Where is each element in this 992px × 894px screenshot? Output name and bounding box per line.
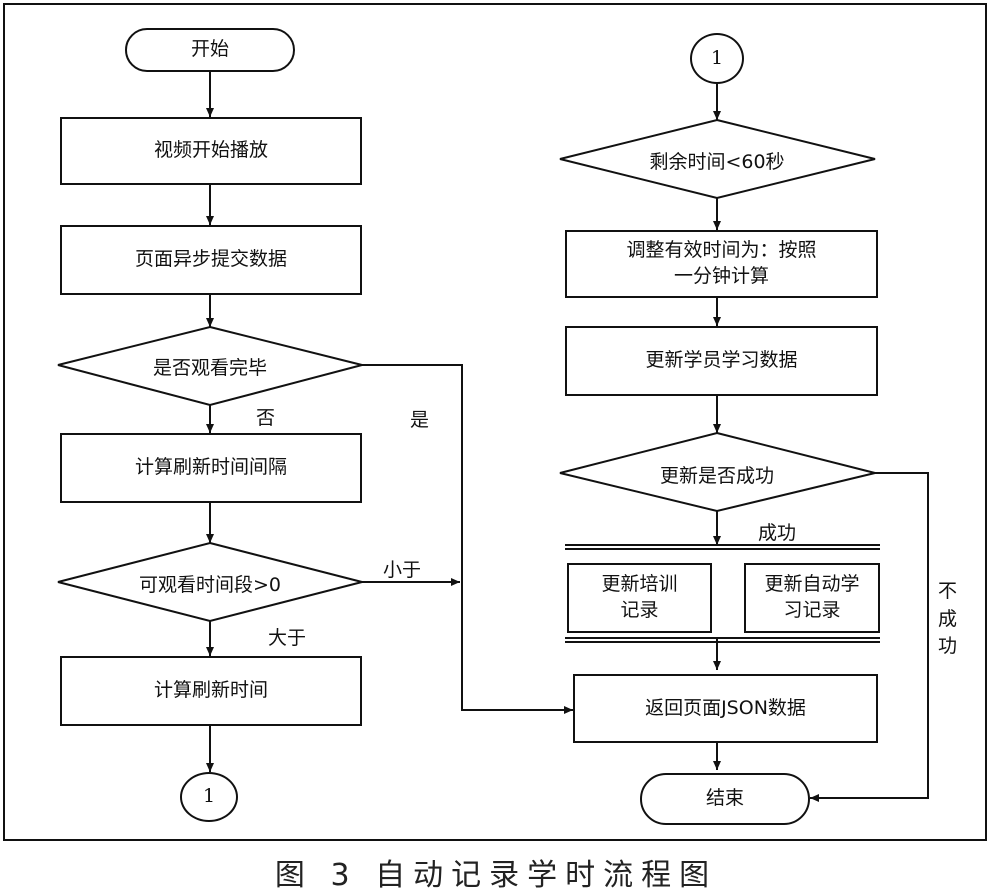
end-label: 结束 bbox=[705, 787, 744, 810]
connector-right: 1 bbox=[690, 33, 744, 84]
connector-left-label: 1 bbox=[202, 785, 216, 808]
async-submit-label: 页面异步提交数据 bbox=[134, 248, 287, 271]
label-greater: 大于 bbox=[268, 627, 307, 649]
process-video-play: 视频开始播放 bbox=[60, 117, 362, 185]
start-terminal: 开始 bbox=[125, 28, 295, 72]
process-update-data: 更新学员学习数据 bbox=[565, 326, 878, 396]
label-no: 否 bbox=[256, 407, 276, 429]
end-terminal: 结束 bbox=[640, 773, 810, 825]
connector-left: 1 bbox=[180, 772, 238, 822]
label-yes: 是 bbox=[410, 409, 430, 431]
process-calc-interval: 计算刷新时间间隔 bbox=[60, 433, 362, 503]
connector-right-label: 1 bbox=[710, 46, 724, 69]
process-update-auto: 更新自动学 习记录 bbox=[744, 563, 880, 633]
process-update-training: 更新培训 记录 bbox=[567, 563, 712, 633]
adjust-time-label: 调整有效时间为：按照 一分钟计算 bbox=[626, 239, 817, 287]
decision-segment bbox=[57, 541, 363, 623]
update-training-label: 更新培训 记录 bbox=[601, 573, 678, 621]
arrow-yes-to-return bbox=[362, 364, 573, 714]
label-less: 小于 bbox=[383, 559, 422, 581]
process-async-submit: 页面异步提交数据 bbox=[60, 225, 362, 295]
decision-remaining bbox=[559, 118, 876, 200]
diagram-frame bbox=[3, 3, 987, 841]
label-fail: 不 成 功 bbox=[938, 580, 958, 658]
calc-interval-label: 计算刷新时间间隔 bbox=[134, 456, 287, 479]
decision-watched-done bbox=[57, 325, 363, 407]
update-ok-label: 更新是否成功 bbox=[659, 465, 774, 487]
process-calc-refresh: 计算刷新时间 bbox=[60, 656, 362, 726]
calc-refresh-label: 计算刷新时间 bbox=[153, 679, 268, 702]
decision-update-ok bbox=[559, 431, 876, 513]
process-return-json: 返回页面JSON数据 bbox=[573, 674, 878, 743]
update-auto-label: 更新自动学 习记录 bbox=[764, 573, 860, 621]
start-label: 开始 bbox=[190, 38, 229, 61]
segment-check-label: 可观看时间段>0 bbox=[138, 574, 281, 596]
figure-caption: 图 3 自动记录学时流程图 bbox=[274, 858, 718, 893]
video-play-label: 视频开始播放 bbox=[153, 139, 268, 162]
process-adjust-time: 调整有效时间为：按照 一分钟计算 bbox=[565, 230, 878, 298]
remaining-time-label: 剩余时间<60秒 bbox=[649, 151, 785, 173]
update-data-label: 更新学员学习数据 bbox=[645, 349, 798, 372]
arrow-fail-to-end bbox=[810, 472, 929, 802]
label-success: 成功 bbox=[758, 522, 797, 544]
return-json-label: 返回页面JSON数据 bbox=[645, 696, 806, 719]
watched-done-label: 是否观看完毕 bbox=[152, 357, 267, 379]
